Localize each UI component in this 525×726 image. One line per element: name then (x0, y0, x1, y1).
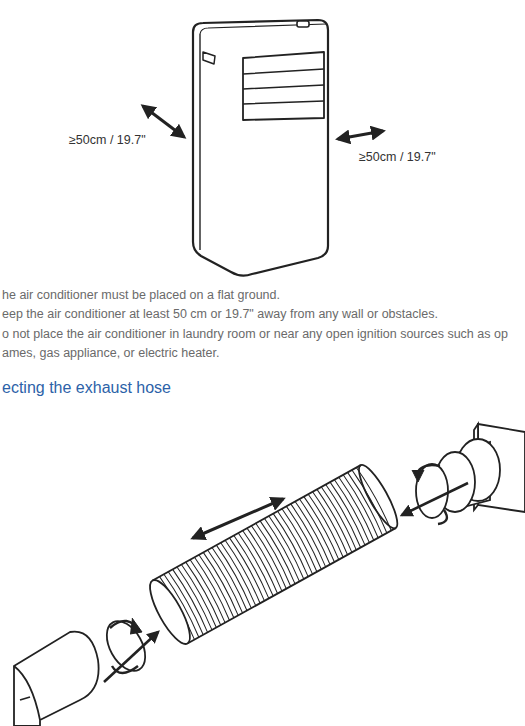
exhaust-hose (143, 461, 404, 649)
instruction-note: ames, gas appliance, or electric heater. (2, 346, 219, 361)
air-conditioner (193, 20, 328, 276)
instruction-note: eep the air conditioner at least 50 cm o… (2, 307, 438, 322)
wall-adapter (402, 424, 525, 524)
instruction-note: he air conditioner must be placed on a f… (2, 288, 280, 303)
section-heading: ecting the exhaust hose (2, 378, 171, 397)
clearance-dimension: ≥50cm / 19.7" (68, 133, 147, 148)
window-adapter (14, 615, 158, 726)
instruction-note: o not place the air conditioner in laund… (2, 327, 508, 342)
clearance-dimension: ≥50cm / 19.7" (358, 150, 437, 165)
